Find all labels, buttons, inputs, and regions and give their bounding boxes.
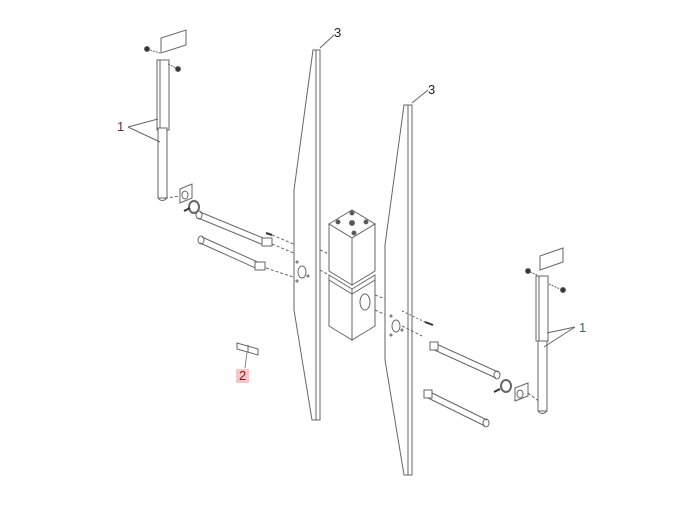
right-side-panel[interactable] [384, 104, 413, 476]
callout-1-left[interactable]: 1 [117, 119, 125, 134]
left-side-panel[interactable] [293, 49, 321, 421]
right-bracket-arm[interactable] [525, 247, 566, 414]
center-block-assembly[interactable] [328, 209, 376, 341]
left-washer[interactable] [164, 183, 200, 214]
right-washer[interactable] [493, 379, 541, 403]
pin[interactable] [236, 342, 259, 356]
callout-3-right[interactable]: 3 [428, 82, 436, 97]
left-bracket-arm[interactable] [144, 29, 187, 201]
callout-1-right[interactable]: 1 [579, 320, 587, 335]
right-shaft-lower[interactable] [423, 389, 490, 428]
callout-3-left[interactable]: 3 [334, 25, 342, 40]
callout-2[interactable]: 2 [236, 369, 250, 383]
left-shaft-lower[interactable] [197, 235, 266, 271]
left-shaft-upper[interactable] [195, 210, 273, 247]
right-shaft-upper[interactable] [429, 341, 501, 380]
